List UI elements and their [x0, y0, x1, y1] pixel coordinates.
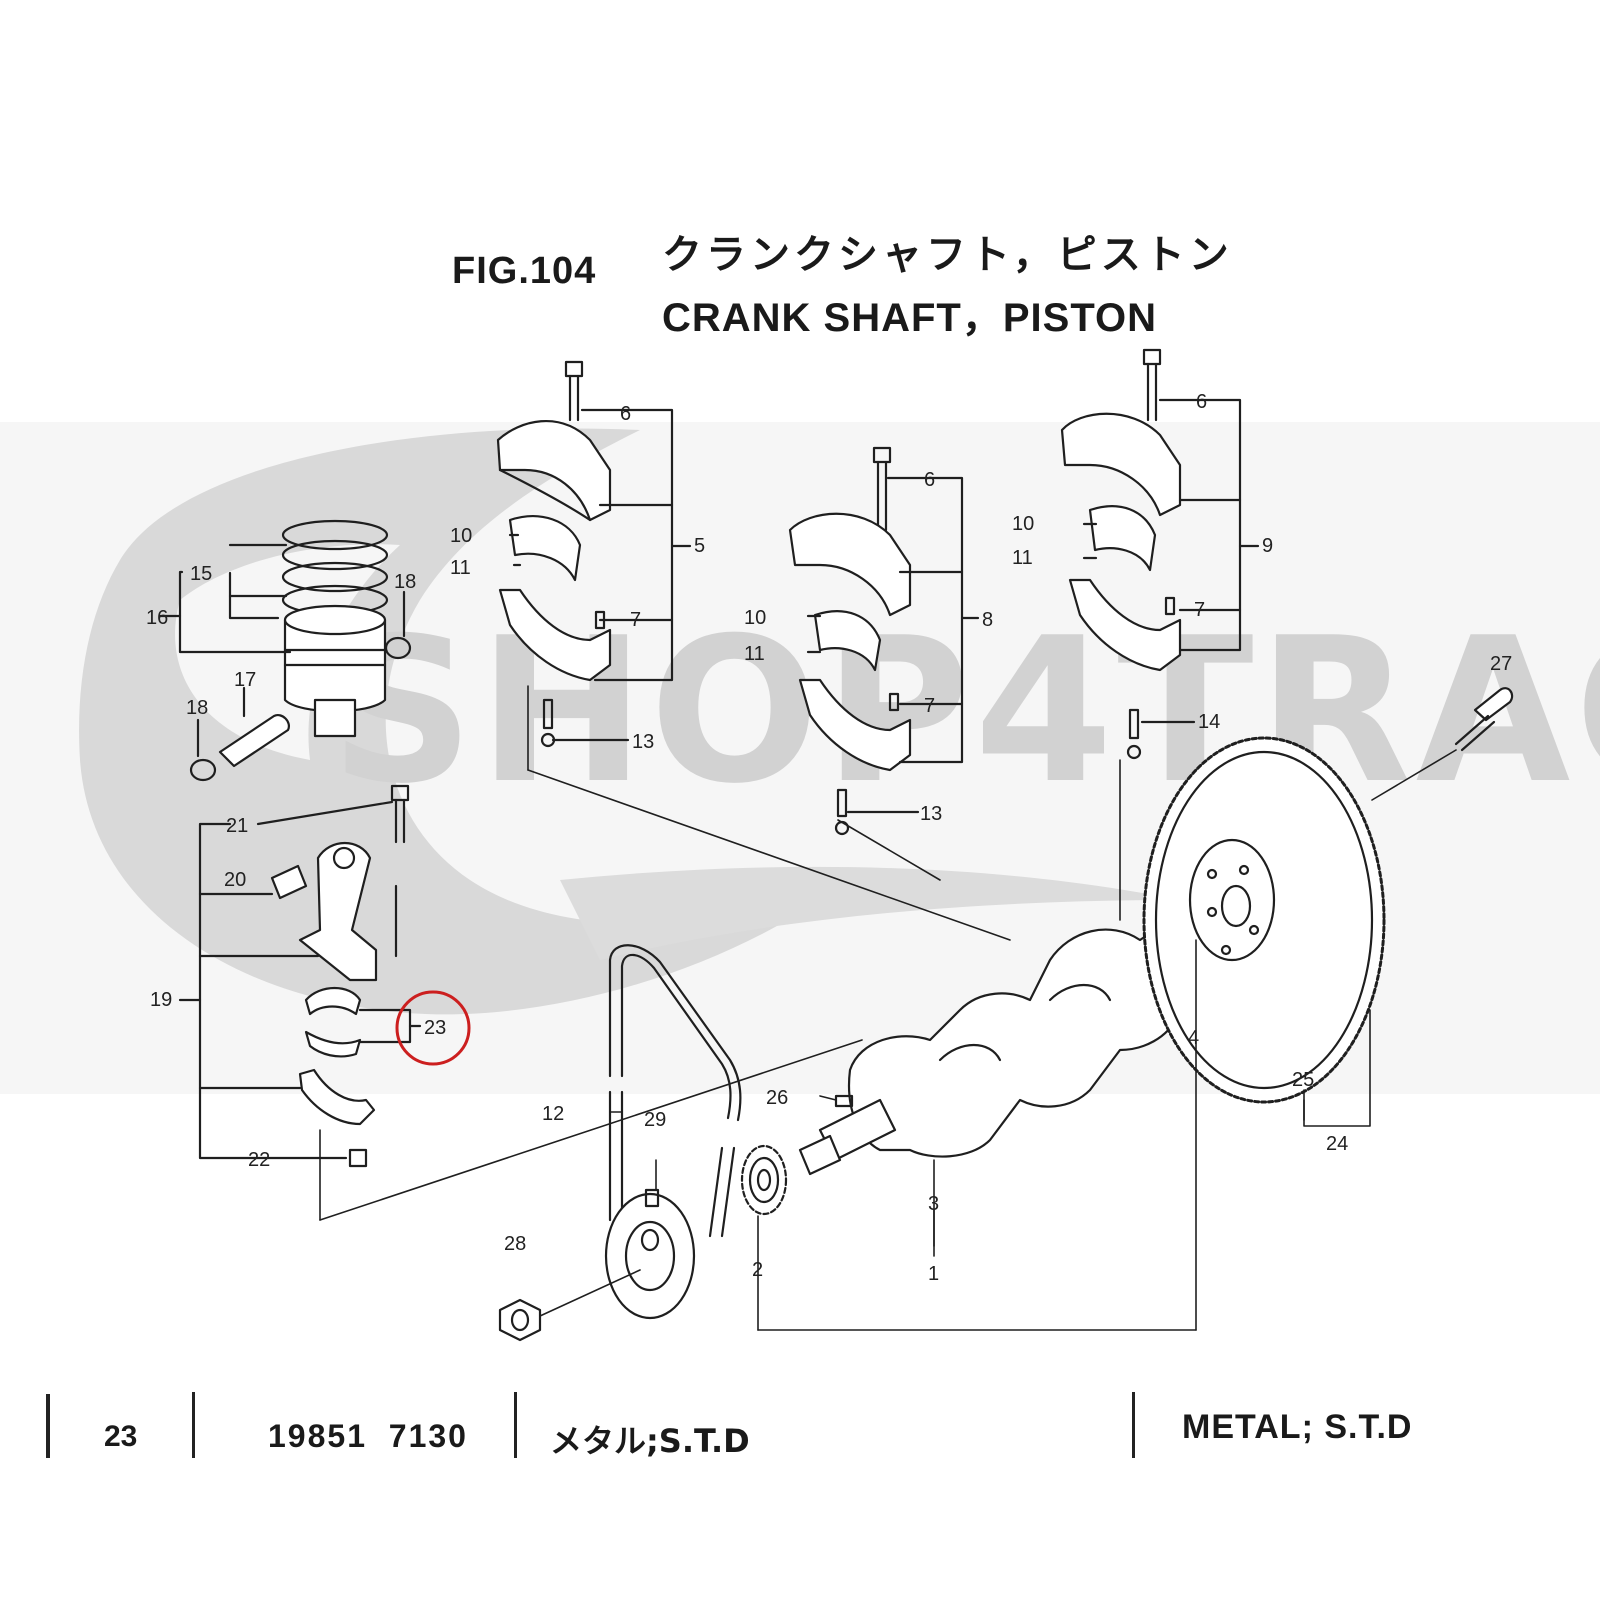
main-bearing-holder-middle	[788, 446, 912, 836]
callout-13-left: 13	[632, 731, 654, 753]
bracket-8	[886, 476, 964, 764]
table-rule-left	[46, 1394, 50, 1458]
bracket-9	[1158, 398, 1242, 652]
highlight-circle	[395, 990, 471, 1066]
title-english: CRANK SHAFT，PISTON	[662, 296, 1158, 340]
main-bearing-holder-right	[1060, 348, 1182, 760]
callout-6-right: 6	[1196, 391, 1207, 413]
table-rule-pn	[514, 1392, 517, 1458]
callout-9: 9	[1262, 535, 1273, 557]
callout-25: 25	[1292, 1069, 1314, 1091]
callout-28: 28	[504, 1233, 526, 1255]
callout-3: 3	[928, 1193, 939, 1215]
main-bearing-holder-left	[496, 360, 612, 748]
callout-10-right: 10	[1012, 513, 1034, 535]
callout-2: 2	[752, 1259, 763, 1281]
callout-26: 26	[766, 1087, 788, 1109]
table-description-english: METAL; S.T.D	[1182, 1408, 1413, 1446]
callout-18-left: 18	[186, 697, 208, 719]
callout-18-right: 18	[394, 571, 416, 593]
callout-6-left: 6	[620, 403, 631, 425]
callout-20: 20	[224, 869, 246, 891]
callout-labels: 1 2 3 4 5 6 6 6 7 7 7 8 9 10 10 10 11 11…	[146, 391, 1512, 1285]
callout-11-middle: 11	[744, 643, 765, 665]
callout-6-middle: 6	[924, 469, 935, 491]
table-description-japanese: メタル;S.T.D	[550, 1422, 750, 1460]
callout-8: 8	[982, 609, 993, 631]
cropped-previous-row	[104, 1380, 1504, 1392]
callout-4: 4	[1188, 1027, 1199, 1049]
callout-24: 24	[1326, 1133, 1348, 1155]
callout-22: 22	[248, 1149, 270, 1171]
callout-11-left: 11	[450, 557, 471, 579]
callout-7-right: 7	[1194, 599, 1205, 621]
callout-10-middle: 10	[744, 607, 766, 629]
watermark-swoosh-arc	[560, 866, 1180, 960]
callout-15: 15	[190, 563, 212, 585]
table-ref-number: 23	[104, 1420, 138, 1453]
piston-assembly	[189, 519, 412, 782]
callout-23: 23	[424, 1017, 446, 1039]
callout-29: 29	[644, 1109, 666, 1131]
crank-pulley	[604, 1188, 696, 1320]
callout-12: 12	[542, 1103, 564, 1125]
leader-lines	[319, 685, 1457, 1331]
callout-7-middle: 7	[924, 695, 935, 717]
callout-13-middle: 13	[920, 803, 942, 825]
callout-17: 17	[234, 669, 256, 691]
timing-belt	[608, 944, 742, 1238]
table-rule-desc	[1132, 1392, 1135, 1458]
bracket-19	[198, 822, 348, 1160]
callout-1: 1	[928, 1263, 939, 1285]
title-japanese: クランクシャフト，ピストン	[662, 232, 1233, 278]
figure-number: FIG.104	[452, 250, 597, 292]
callout-27: 27	[1490, 653, 1512, 675]
callout-7-left: 7	[630, 609, 641, 631]
table-rule-ref	[192, 1392, 195, 1458]
callout-10-left: 10	[450, 525, 472, 547]
callout-5: 5	[694, 535, 705, 557]
callout-19: 19	[150, 989, 172, 1011]
callout-11-right: 11	[1012, 547, 1033, 569]
callout-14: 14	[1198, 711, 1220, 733]
crank-gear	[740, 1144, 788, 1216]
callout-21: 21	[226, 815, 248, 837]
callout-16: 16	[146, 607, 168, 629]
pulley-nut	[498, 1298, 542, 1342]
bracket-15-16	[228, 571, 280, 620]
flywheel	[1142, 687, 1514, 1104]
table-part-number: 19851 7130	[268, 1418, 468, 1454]
connecting-rod	[270, 784, 410, 1168]
